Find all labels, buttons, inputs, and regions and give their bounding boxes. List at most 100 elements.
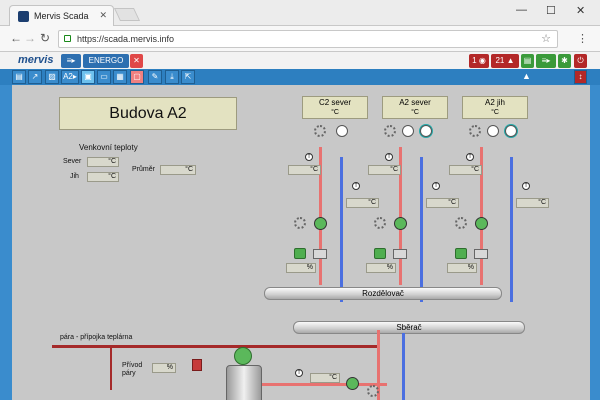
collector-header: Sběrač	[293, 321, 525, 334]
steam-valve-icon[interactable]	[192, 359, 202, 371]
menu-tab-energo[interactable]: ENERGO	[83, 54, 129, 68]
south-temp-value: °C	[87, 172, 119, 182]
pump-3-icon[interactable]	[475, 217, 488, 230]
logout-icon[interactable]: ⏻	[574, 54, 587, 68]
browser-tab[interactable]: Mervis Scada ✕	[9, 5, 114, 26]
heat-supply-pipe	[377, 330, 380, 400]
browser-menu-icon[interactable]: ⋮	[577, 33, 588, 45]
url-text: https://scada.mervis.info	[77, 34, 175, 44]
steam-connection-label: pára - přípojka teplárna	[60, 334, 133, 341]
mervis-favicon-icon	[18, 11, 29, 22]
building-title: Budova A2	[59, 97, 237, 130]
close-tab-icon[interactable]: ✕	[99, 10, 107, 20]
valve-3-opening: %	[447, 263, 477, 273]
supply-pipe-2	[399, 147, 402, 285]
pump2-gear-icon[interactable]	[374, 217, 386, 229]
pump-2-icon[interactable]	[394, 217, 407, 230]
zone3-clock-icon[interactable]	[487, 125, 499, 137]
zone1-gear-icon[interactable]	[314, 125, 326, 137]
event-count-badge[interactable]: 21 ▲	[491, 54, 519, 68]
pump1-gear-icon[interactable]	[294, 217, 306, 229]
valve1-actuator-icon[interactable]	[294, 248, 306, 259]
edit-icon[interactable]: ✎	[148, 70, 162, 84]
close-menu-tab-button[interactable]: ✕	[130, 54, 143, 68]
list-icon[interactable]: ≡▸	[536, 54, 556, 68]
return-temp-3: °C	[516, 198, 549, 208]
main-menu-button[interactable]: ≡▸	[61, 54, 81, 68]
collapse-icon[interactable]: ▲	[522, 71, 531, 81]
tab-title: Mervis Scada	[34, 11, 89, 21]
return-pipe-1	[340, 157, 343, 302]
return-pipe-3	[510, 157, 513, 302]
export-icon[interactable]: ⇱	[181, 70, 195, 84]
chart-icon[interactable]: ↗	[28, 70, 42, 84]
sort-icon[interactable]: ↕	[574, 70, 587, 84]
zone2-timer-icon[interactable]	[420, 125, 432, 137]
heat-return-pipe	[402, 333, 405, 400]
reload-icon[interactable]: ↻	[40, 31, 51, 45]
valve3-actuator-icon[interactable]	[455, 248, 467, 259]
t-sensor-icon: T	[352, 182, 360, 190]
south-label: Jih	[70, 173, 79, 180]
report-icon[interactable]: ▤	[521, 54, 534, 68]
app-toolbar: ▤ ↗ ▨ A2▸ ▣ ▭ ▦ ▢ ✎ ⤓ ⇱ ↕ ▲	[0, 69, 600, 85]
average-temp-value: °C	[160, 165, 196, 175]
valve-2-opening: %	[366, 263, 396, 273]
supply-temp-1: °C	[288, 165, 321, 175]
return-temp-1: °C	[346, 198, 379, 208]
dropdown-a2[interactable]: A2▸	[61, 70, 79, 84]
scada-canvas: Budova A2 Venkovní teploty Sever °C Jih …	[12, 85, 590, 400]
picture-icon[interactable]: ▨	[45, 70, 59, 84]
steam-supply-label: Přívod páry	[122, 362, 143, 377]
zone3-gear-icon[interactable]	[469, 125, 481, 137]
valve2-actuator-icon[interactable]	[374, 248, 386, 259]
zone-c2-north[interactable]: C2 sever°C	[302, 96, 368, 119]
zone3-timer-icon[interactable]	[505, 125, 517, 137]
secure-lock-icon	[64, 35, 71, 42]
primary-temp: °C	[310, 373, 340, 383]
close-window-icon[interactable]: ✕	[576, 5, 586, 17]
mixing-valve-1-icon[interactable]	[313, 249, 327, 259]
card-icon[interactable]: ▦	[113, 70, 127, 84]
download-icon[interactable]: ⤓	[165, 70, 179, 84]
mervis-logo: mervis	[18, 54, 54, 66]
minimize-icon[interactable]: —	[516, 4, 527, 16]
pump3-gear-icon[interactable]	[455, 217, 467, 229]
zone1-clock-icon[interactable]	[336, 125, 348, 137]
workspace: Budova A2 Venkovní teploty Sever °C Jih …	[0, 85, 600, 400]
outdoor-temps-title: Venkovní teploty	[79, 143, 138, 152]
zone2-gear-icon[interactable]	[384, 125, 396, 137]
bookmark-star-icon[interactable]: ☆	[541, 33, 551, 45]
view-icon[interactable]: ▣	[81, 70, 95, 84]
forward-icon[interactable]: →	[24, 31, 36, 45]
image-icon[interactable]: ▭	[97, 70, 111, 84]
heat-exchanger	[226, 365, 262, 400]
steam-valve-opening: %	[152, 363, 176, 373]
primary-pipe	[262, 383, 387, 386]
t-sensor-icon: T	[305, 153, 313, 161]
new-tab-button[interactable]	[113, 8, 141, 21]
zone-a2-south[interactable]: A2 jih°C	[462, 96, 528, 119]
url-field[interactable]: https://scada.mervis.info ☆	[58, 30, 558, 48]
mixing-valve-3-icon[interactable]	[474, 249, 488, 259]
stop-icon[interactable]: ▢	[130, 70, 144, 84]
maximize-icon[interactable]: ☐	[546, 5, 556, 17]
distributor-header: Rozdělovač	[264, 287, 502, 300]
primary-pump-icon[interactable]	[346, 377, 359, 390]
t-sensor-icon: T	[295, 369, 303, 377]
t-sensor-icon: T	[522, 182, 530, 190]
table-icon[interactable]: ▤	[12, 70, 26, 84]
primary-pump-gear-icon[interactable]	[367, 385, 379, 397]
settings-icon[interactable]: ✱	[558, 54, 571, 68]
supply-pipe-3	[480, 147, 483, 285]
pump-1-icon[interactable]	[314, 217, 327, 230]
back-icon[interactable]: ←	[10, 31, 22, 45]
exchanger-status-icon[interactable]	[234, 347, 252, 365]
zone2-clock-icon[interactable]	[402, 125, 414, 137]
alarm-count-badge[interactable]: 1 ◉	[469, 54, 489, 68]
supply-pipe-1	[319, 147, 322, 285]
return-temp-2: °C	[426, 198, 459, 208]
mixing-valve-2-icon[interactable]	[393, 249, 407, 259]
zone-a2-north[interactable]: A2 sever°C	[382, 96, 448, 119]
valve-1-opening: %	[286, 263, 316, 273]
